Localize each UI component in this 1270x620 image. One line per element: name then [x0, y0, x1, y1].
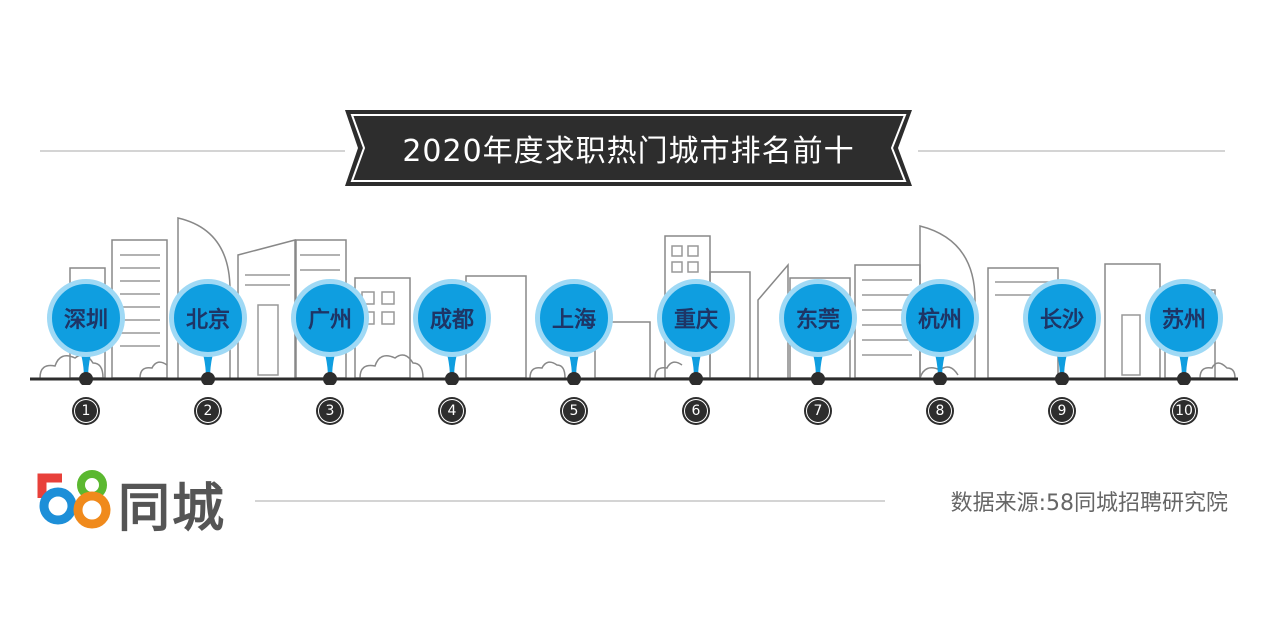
city-pin: 重庆: [657, 279, 735, 357]
rank-badge: 4: [440, 399, 464, 423]
rank-badge: 3: [318, 399, 342, 423]
rank-badge: 6: [684, 399, 708, 423]
logo-58-mark: [37, 470, 111, 529]
city-pin: 北京: [169, 279, 247, 357]
rank-badge: 9: [1050, 399, 1074, 423]
rank-badge: 10: [1172, 399, 1196, 423]
data-source: 数据来源:58同城招聘研究院: [950, 491, 1228, 516]
city-pin: 长沙: [1023, 279, 1101, 357]
rank-badge: 2: [196, 399, 220, 423]
rank-badge: 8: [928, 399, 952, 423]
rank-badge: 1: [74, 399, 98, 423]
city-pin: 上海: [535, 279, 613, 357]
rank-badge: 5: [562, 399, 586, 423]
title-banner: [345, 110, 912, 186]
city-pin: 成都: [413, 279, 491, 357]
logo-text: 同城: [118, 479, 227, 539]
city-pin: 深圳: [47, 279, 125, 357]
city-pin: 杭州: [901, 279, 979, 357]
page-title: 2020年度求职热门城市排名前十: [402, 134, 855, 169]
city-pin: 广州: [291, 279, 369, 357]
city-pin: 东莞: [779, 279, 857, 357]
city-pin: 苏州: [1145, 279, 1223, 357]
rank-badge: 7: [806, 399, 830, 423]
